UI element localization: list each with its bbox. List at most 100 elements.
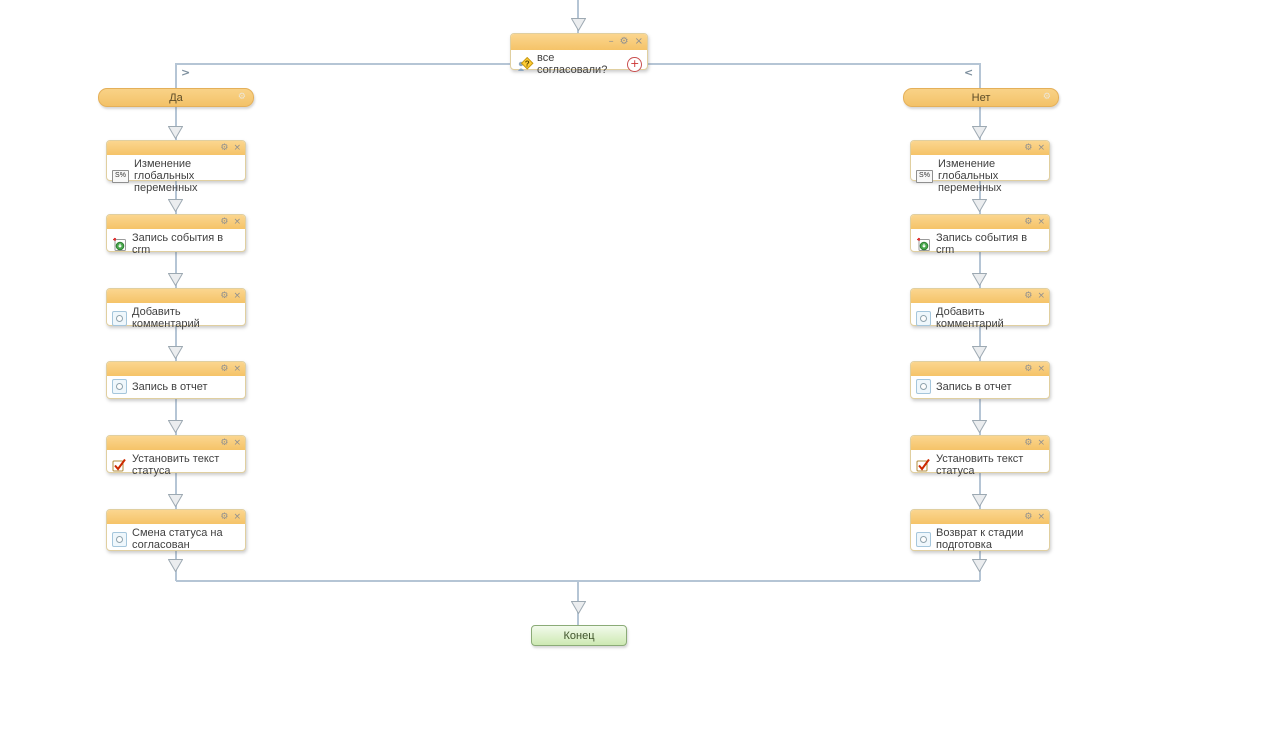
arrow-down-icon bbox=[972, 273, 987, 286]
activity-block[interactable]: ⚙ × Запись события в crm bbox=[910, 214, 1050, 256]
end-block[interactable]: Конец bbox=[531, 625, 627, 646]
settings-icon[interactable]: ⚙ bbox=[1024, 216, 1033, 227]
connector-line bbox=[979, 252, 981, 288]
block-header: ⚙ × bbox=[107, 215, 245, 229]
connector-line bbox=[979, 399, 981, 435]
crm-event-icon bbox=[916, 237, 931, 252]
settings-icon[interactable]: ⚙ bbox=[220, 363, 229, 374]
activity-block[interactable]: ⚙ × Установить текст статуса bbox=[106, 435, 246, 477]
settings-icon[interactable]: ⚙ bbox=[220, 437, 229, 448]
branch-bar-no[interactable]: Нет ⚙ bbox=[903, 88, 1059, 107]
close-icon[interactable]: × bbox=[1037, 437, 1045, 448]
close-icon[interactable]: × bbox=[233, 363, 241, 374]
branch-label: Да bbox=[169, 91, 183, 104]
svg-text:?: ? bbox=[525, 59, 530, 68]
activity-block[interactable]: ⚙ × Запись события в crm bbox=[106, 214, 246, 256]
add-branch-button[interactable]: + bbox=[627, 56, 642, 72]
block-title: Возврат к стадии подготовка bbox=[936, 527, 1024, 551]
connector-line bbox=[175, 473, 177, 509]
arrow-down-icon bbox=[571, 601, 586, 614]
condition-title: все согласовали? bbox=[537, 52, 608, 76]
arrow-down-icon bbox=[571, 18, 586, 31]
block-header: ⚙ × bbox=[107, 141, 245, 155]
settings-icon[interactable]: ⚙ bbox=[220, 142, 229, 153]
settings-icon[interactable]: ⚙ bbox=[619, 36, 629, 47]
arrow-down-icon bbox=[168, 199, 183, 212]
close-icon[interactable]: × bbox=[233, 437, 241, 448]
arrow-down-icon bbox=[972, 346, 987, 359]
settings-icon[interactable]: ⚙ bbox=[220, 511, 229, 522]
connector-line bbox=[175, 399, 177, 435]
block-header: ⚙ × bbox=[911, 289, 1049, 303]
close-icon[interactable]: × bbox=[233, 290, 241, 301]
block-header: ⚙ × bbox=[911, 436, 1049, 450]
settings-icon[interactable]: ⚙ bbox=[1024, 290, 1033, 301]
activity-block[interactable]: ⚙ × S% Изменение глобальных переменных bbox=[106, 140, 246, 194]
activity-block[interactable]: ⚙ × Установить текст статуса bbox=[910, 435, 1050, 477]
arrow-down-icon bbox=[168, 420, 183, 433]
connector-line bbox=[979, 473, 981, 509]
activity-block[interactable]: ⚙ × Смена статуса на согласован bbox=[106, 509, 246, 551]
activity-block[interactable]: ⚙ × Добавить комментарий bbox=[106, 288, 246, 330]
block-header: ⚙ × bbox=[911, 362, 1049, 376]
connector-line bbox=[175, 107, 177, 140]
activity-block[interactable]: ⚙ × Запись в отчет bbox=[910, 361, 1050, 399]
block-title: Установить текст статуса bbox=[936, 453, 1024, 477]
activity-icon bbox=[112, 310, 127, 326]
block-header: ⚙ × bbox=[911, 510, 1049, 524]
block-header: ⚙ × bbox=[107, 436, 245, 450]
activity-block[interactable]: ⚙ × Добавить комментарий bbox=[910, 288, 1050, 330]
end-label: Конец bbox=[563, 629, 595, 642]
activity-icon bbox=[916, 531, 931, 547]
arrow-down-icon bbox=[168, 346, 183, 359]
connector-line bbox=[175, 63, 177, 88]
connector-line bbox=[176, 63, 510, 65]
connector-line bbox=[175, 181, 177, 214]
settings-icon[interactable]: ⚙ bbox=[1024, 142, 1033, 153]
crm-event-icon bbox=[112, 237, 127, 252]
block-header: ⚙ × bbox=[107, 362, 245, 376]
connector-line bbox=[577, 0, 579, 33]
connector-line bbox=[979, 107, 981, 140]
block-title: Изменение глобальных переменных bbox=[134, 158, 198, 194]
arrow-down-icon bbox=[168, 494, 183, 507]
close-icon[interactable]: × bbox=[1037, 216, 1045, 227]
close-icon[interactable]: × bbox=[1037, 290, 1045, 301]
settings-icon[interactable]: ⚙ bbox=[1024, 437, 1033, 448]
block-header: – ⚙ × bbox=[511, 34, 647, 50]
close-icon[interactable]: × bbox=[233, 142, 241, 153]
block-header: ⚙ × bbox=[911, 141, 1049, 155]
settings-icon[interactable]: ⚙ bbox=[1024, 511, 1033, 522]
close-icon[interactable]: × bbox=[1037, 142, 1045, 153]
settings-icon[interactable]: ⚙ bbox=[237, 92, 246, 102]
activity-block[interactable]: ⚙ × Запись в отчет bbox=[106, 361, 246, 399]
close-icon[interactable]: × bbox=[233, 511, 241, 522]
arrow-down-icon bbox=[972, 420, 987, 433]
activity-block[interactable]: ⚙ × Возврат к стадии подготовка bbox=[910, 509, 1050, 551]
activity-icon bbox=[916, 310, 931, 326]
settings-icon[interactable]: ⚙ bbox=[1042, 92, 1051, 102]
settings-icon[interactable]: ⚙ bbox=[220, 216, 229, 227]
set-status-icon bbox=[916, 458, 931, 472]
branch-bar-yes[interactable]: Да ⚙ bbox=[98, 88, 254, 107]
arrow-down-icon bbox=[972, 126, 987, 139]
minimize-icon[interactable]: – bbox=[608, 36, 614, 47]
branch-label: Нет bbox=[971, 91, 991, 104]
close-icon[interactable]: × bbox=[233, 216, 241, 227]
collapse-branch-right-icon[interactable]: < bbox=[964, 66, 974, 79]
condition-block[interactable]: – ⚙ × ? все согласовали? + bbox=[510, 33, 648, 76]
close-icon[interactable]: × bbox=[634, 36, 643, 47]
close-icon[interactable]: × bbox=[1037, 363, 1045, 374]
arrow-down-icon bbox=[168, 126, 183, 139]
activity-block[interactable]: ⚙ × S% Изменение глобальных переменных bbox=[910, 140, 1050, 194]
set-variables-icon: S% bbox=[916, 169, 933, 183]
connector-line bbox=[648, 63, 980, 65]
block-title: Установить текст статуса bbox=[132, 453, 220, 477]
settings-icon[interactable]: ⚙ bbox=[220, 290, 229, 301]
arrow-down-icon bbox=[972, 199, 987, 212]
collapse-branch-left-icon[interactable]: > bbox=[181, 66, 191, 79]
settings-icon[interactable]: ⚙ bbox=[1024, 363, 1033, 374]
arrow-down-icon bbox=[168, 559, 183, 572]
close-icon[interactable]: × bbox=[1037, 511, 1045, 522]
